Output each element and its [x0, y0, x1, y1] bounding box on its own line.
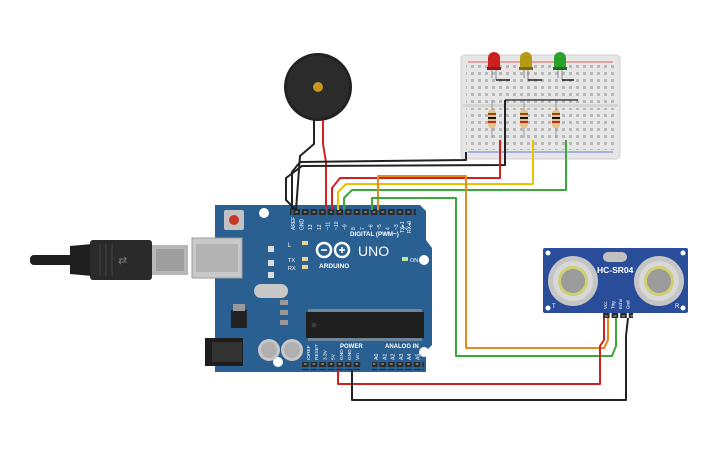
led-green[interactable]: [553, 52, 567, 80]
digital-header[interactable]: [290, 207, 416, 215]
digital-label: DIGITAL (PWM~): [350, 231, 399, 238]
power-label: POWER: [340, 344, 363, 350]
wire-led-red: [331, 140, 501, 210]
wire-led-green: [343, 140, 567, 210]
pin-label: 7: [360, 227, 366, 230]
transmitter-transducer: [548, 256, 598, 306]
wire-echo: [371, 197, 617, 357]
wire-gnd: [351, 317, 629, 401]
pin-label: A3: [399, 354, 405, 360]
pin-label: 13: [308, 224, 314, 230]
wire-trig: [377, 175, 609, 349]
sensor-left-mark: T: [552, 304, 556, 310]
pin-label: 12: [317, 224, 323, 230]
rx-pin-label: RX◂0: [407, 221, 413, 233]
uno-label: UNO: [358, 243, 389, 259]
pin-label: ~11: [325, 222, 331, 230]
sensor-model-label: HC-SR04: [597, 265, 634, 275]
pin-label: AREF: [291, 217, 297, 230]
crystal-oscillator: [603, 252, 627, 262]
pin-label: A2: [391, 354, 397, 360]
pin-label: 2: [403, 227, 409, 230]
wire-buzzer-signal: [322, 137, 327, 210]
usb-cable: ⇄: [30, 240, 188, 280]
pin-label: ~6: [368, 224, 374, 230]
pin-label: ~3: [394, 224, 400, 230]
receiver-transducer: [634, 256, 684, 306]
sensor-pin-label: Echo: [618, 298, 623, 309]
sensor-right-mark: R: [675, 304, 680, 310]
pin-label: ~10: [334, 221, 340, 230]
resistor-2[interactable]: [520, 100, 528, 138]
wire-led-yellow: [337, 140, 534, 210]
power-header[interactable]: [302, 362, 362, 370]
breadboard: [460, 54, 621, 160]
on-label: ON: [410, 258, 418, 264]
pin-label: IOREF: [306, 345, 312, 360]
sensor-pin-header[interactable]: [603, 312, 633, 318]
led-tx-label: TX: [288, 258, 295, 264]
breadboard-jumpers: [496, 79, 578, 101]
wire-vcc: [337, 318, 605, 385]
led-rx-label: RX: [288, 266, 296, 272]
usb-symbol-icon: ⇄: [118, 255, 127, 267]
pin-label: A5: [416, 354, 422, 360]
pin-label: ~5: [377, 224, 383, 230]
resistor-3[interactable]: [552, 100, 560, 138]
sensor-pin-label: Trig: [611, 301, 616, 309]
pin-label: 8: [351, 227, 357, 230]
analog-label: ANALOG IN: [385, 344, 419, 350]
resistor-1[interactable]: [488, 100, 496, 138]
pin-label: GND: [339, 349, 345, 360]
pin-label: 3.3V: [322, 349, 328, 360]
led-yellow[interactable]: [519, 52, 533, 80]
pin-label: 4: [386, 227, 392, 230]
led-red[interactable]: [487, 52, 501, 80]
sensor-pin-label: Vcc: [603, 301, 608, 309]
pin-label: GND: [300, 219, 306, 231]
wire-breadboard-gnd-2: [285, 100, 506, 211]
arduino-logo-text: ARDUINO: [319, 263, 349, 270]
pin-label: A0: [374, 354, 380, 360]
piezo-buzzer[interactable]: [284, 53, 352, 137]
sensor-pin-label: Gnd: [626, 300, 631, 309]
analog-header[interactable]: [372, 362, 424, 370]
wire-buzzer-gnd: [295, 137, 315, 211]
pin-label: 5V: [331, 353, 337, 360]
pin-label: GND: [347, 349, 353, 360]
pin-label: A4: [407, 354, 413, 360]
pin-label: RESET: [314, 344, 320, 360]
wires: [285, 100, 629, 401]
pin-label: ~9: [343, 224, 349, 230]
led-l-label: L: [288, 243, 292, 249]
wire-breadboard-gnd: [291, 152, 467, 210]
arduino-infinity-logo-icon: [315, 241, 351, 259]
pin-label: Vin: [355, 353, 361, 360]
pin-label: A1: [382, 354, 388, 360]
tx-pin-label: TX▸1: [400, 221, 406, 233]
